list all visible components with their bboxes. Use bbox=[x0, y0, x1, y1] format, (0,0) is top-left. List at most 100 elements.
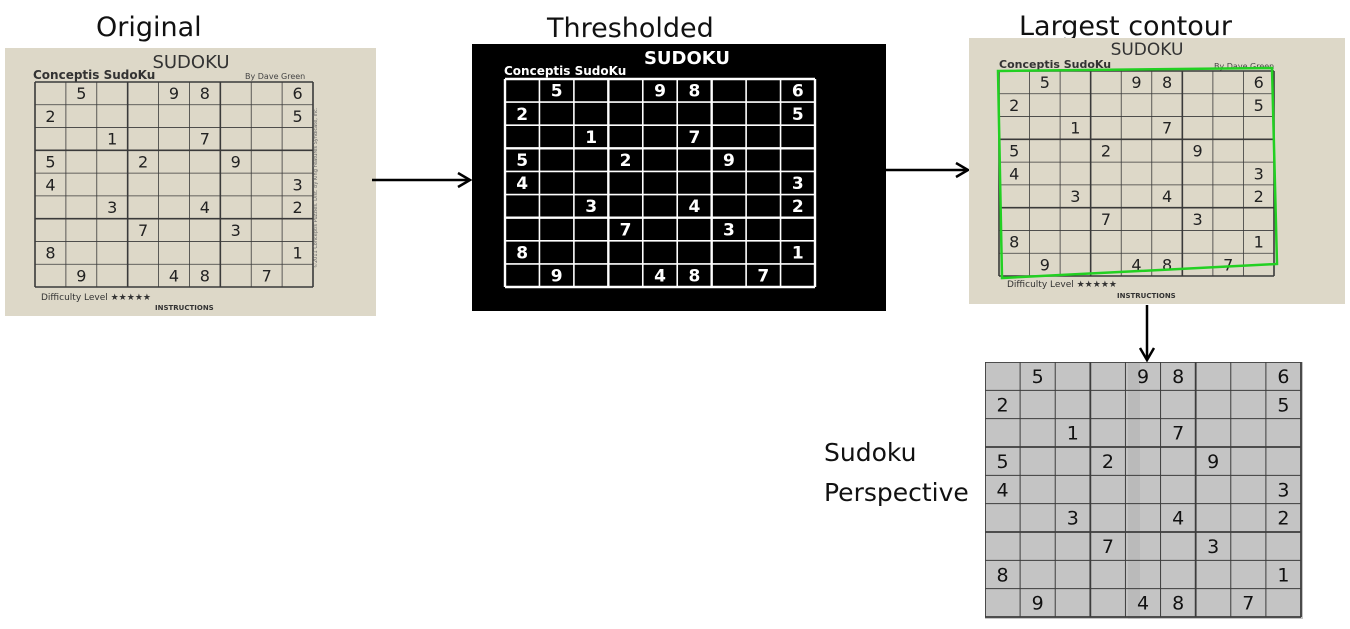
grid-digit: 2 bbox=[1254, 187, 1264, 206]
grid-digit: 3 bbox=[1070, 187, 1080, 206]
grid-digit: 6 bbox=[292, 84, 302, 103]
grid-digit: 2 bbox=[1102, 451, 1114, 473]
grid-digit: 9 bbox=[1207, 451, 1219, 473]
grid-digit: 6 bbox=[1254, 73, 1264, 92]
grid-digit: 7 bbox=[1172, 423, 1184, 445]
grid-digit: 4 bbox=[654, 267, 666, 287]
grid-digit: 9 bbox=[76, 266, 86, 285]
grid-digit: 7 bbox=[1102, 536, 1114, 558]
label-sudoku-perspective: Sudoku Perspective bbox=[824, 433, 969, 513]
grid-digit: 4 bbox=[1137, 593, 1149, 615]
grid-digit: 1 bbox=[1070, 119, 1080, 138]
difficulty-text: Difficulty Level ★★★★★ bbox=[1007, 280, 1117, 290]
subtitle-text: Conceptis SudoKu bbox=[999, 58, 1111, 71]
grid-digit: 1 bbox=[107, 130, 117, 149]
grid-digit: 9 bbox=[723, 151, 735, 171]
grid-digit: 5 bbox=[551, 82, 563, 102]
label-largest-contour: Largest contour bbox=[1019, 11, 1232, 42]
grid-digit: 4 bbox=[45, 175, 55, 194]
grid-digit: 2 bbox=[792, 197, 804, 217]
grid-digit: 8 bbox=[689, 267, 701, 287]
instructions-text: INSTRUCTIONS bbox=[155, 304, 214, 312]
grid-digit: 4 bbox=[1162, 187, 1172, 206]
grid-digit: 1 bbox=[1254, 233, 1264, 252]
grid-digit: 9 bbox=[169, 84, 179, 103]
grid-digit: 9 bbox=[654, 82, 666, 102]
grid-digit: 3 bbox=[792, 174, 804, 194]
grid-digit: 4 bbox=[689, 197, 701, 217]
grid-digit: 7 bbox=[200, 130, 210, 149]
grid-digit: 8 bbox=[1162, 255, 1172, 274]
grid-digit: 9 bbox=[551, 267, 563, 287]
largest-contour-outline bbox=[996, 66, 1279, 280]
grid-digit: 4 bbox=[516, 174, 528, 194]
grid-digit: 1 bbox=[292, 244, 302, 263]
side-text: ©2011 Conceptis Puzzles. Dist. by King F… bbox=[312, 107, 319, 268]
header-text: SUDOKU bbox=[1111, 40, 1184, 60]
grid-digit: 9 bbox=[1032, 593, 1044, 615]
grid-digit: 2 bbox=[1009, 96, 1019, 115]
grid-digit: 2 bbox=[516, 105, 528, 125]
subtitle-text: Conceptis SudoKu bbox=[504, 64, 626, 78]
grid-digit: 2 bbox=[620, 151, 632, 171]
subtitle-text: Conceptis SudoKu bbox=[33, 68, 155, 82]
grid-digit: 6 bbox=[1277, 366, 1289, 388]
byline-text: By Dave Green bbox=[245, 72, 305, 81]
grid-digit: 8 bbox=[1162, 73, 1172, 92]
grid-digit: 8 bbox=[1172, 593, 1184, 615]
arrow-2 bbox=[886, 161, 971, 179]
grid-digit: 5 bbox=[1040, 73, 1050, 92]
grid-digit: 1 bbox=[585, 128, 597, 148]
arrow-1 bbox=[372, 171, 473, 189]
grid-digit: 8 bbox=[45, 244, 55, 263]
grid-digit: 5 bbox=[997, 451, 1009, 473]
grid-digit: 5 bbox=[1032, 366, 1044, 388]
grid-digit: 9 bbox=[1040, 255, 1050, 274]
grid-digit: 4 bbox=[1131, 255, 1141, 274]
grid-digit: 4 bbox=[1172, 508, 1184, 530]
grid-digit: 6 bbox=[792, 82, 804, 102]
grid-digit: 7 bbox=[689, 128, 701, 148]
grid-digit: 3 bbox=[1277, 479, 1289, 501]
grid-digit: 3 bbox=[1254, 164, 1264, 183]
grid-digit: 7 bbox=[262, 266, 272, 285]
grid-digit: 3 bbox=[585, 197, 597, 217]
grid-digit: 1 bbox=[792, 243, 804, 263]
grid-digit: 4 bbox=[997, 479, 1009, 501]
grid-digit: 5 bbox=[76, 84, 86, 103]
grid-digit: 3 bbox=[231, 221, 241, 240]
grid-digit: 1 bbox=[1277, 564, 1289, 586]
header-text: SUDOKU bbox=[644, 48, 730, 69]
grid-digit: 2 bbox=[292, 198, 302, 217]
grid-digit: 9 bbox=[1137, 366, 1149, 388]
grid-digit: 3 bbox=[1193, 210, 1203, 229]
grid-digit: 5 bbox=[292, 107, 302, 126]
grid-digit: 5 bbox=[1009, 141, 1019, 160]
grid-digit: 3 bbox=[723, 220, 735, 240]
instructions-text: INSTRUCTIONS bbox=[1117, 292, 1176, 300]
grid-digit: 7 bbox=[1223, 255, 1233, 274]
grid-digit: 5 bbox=[1277, 394, 1289, 416]
grid-digit: 8 bbox=[1172, 366, 1184, 388]
grid-digit: 3 bbox=[1067, 508, 1079, 530]
grid-digit: 2 bbox=[45, 107, 55, 126]
grid-digit: 9 bbox=[1131, 73, 1141, 92]
label-original: Original bbox=[96, 12, 202, 43]
grid-digit: 7 bbox=[138, 221, 148, 240]
grid-digit: 5 bbox=[792, 105, 804, 125]
grid-digit: 8 bbox=[689, 82, 701, 102]
grid-digit: 7 bbox=[757, 267, 769, 287]
grid-digit: 2 bbox=[1277, 508, 1289, 530]
arrow-3 bbox=[1138, 305, 1156, 363]
grid-digit: 8 bbox=[997, 564, 1009, 586]
grid-digit: 3 bbox=[107, 198, 117, 217]
grid-digit: 5 bbox=[1254, 96, 1264, 115]
grid-digit: 1 bbox=[1067, 423, 1079, 445]
grid-digit: 7 bbox=[620, 220, 632, 240]
grid-digit: 7 bbox=[1242, 593, 1254, 615]
